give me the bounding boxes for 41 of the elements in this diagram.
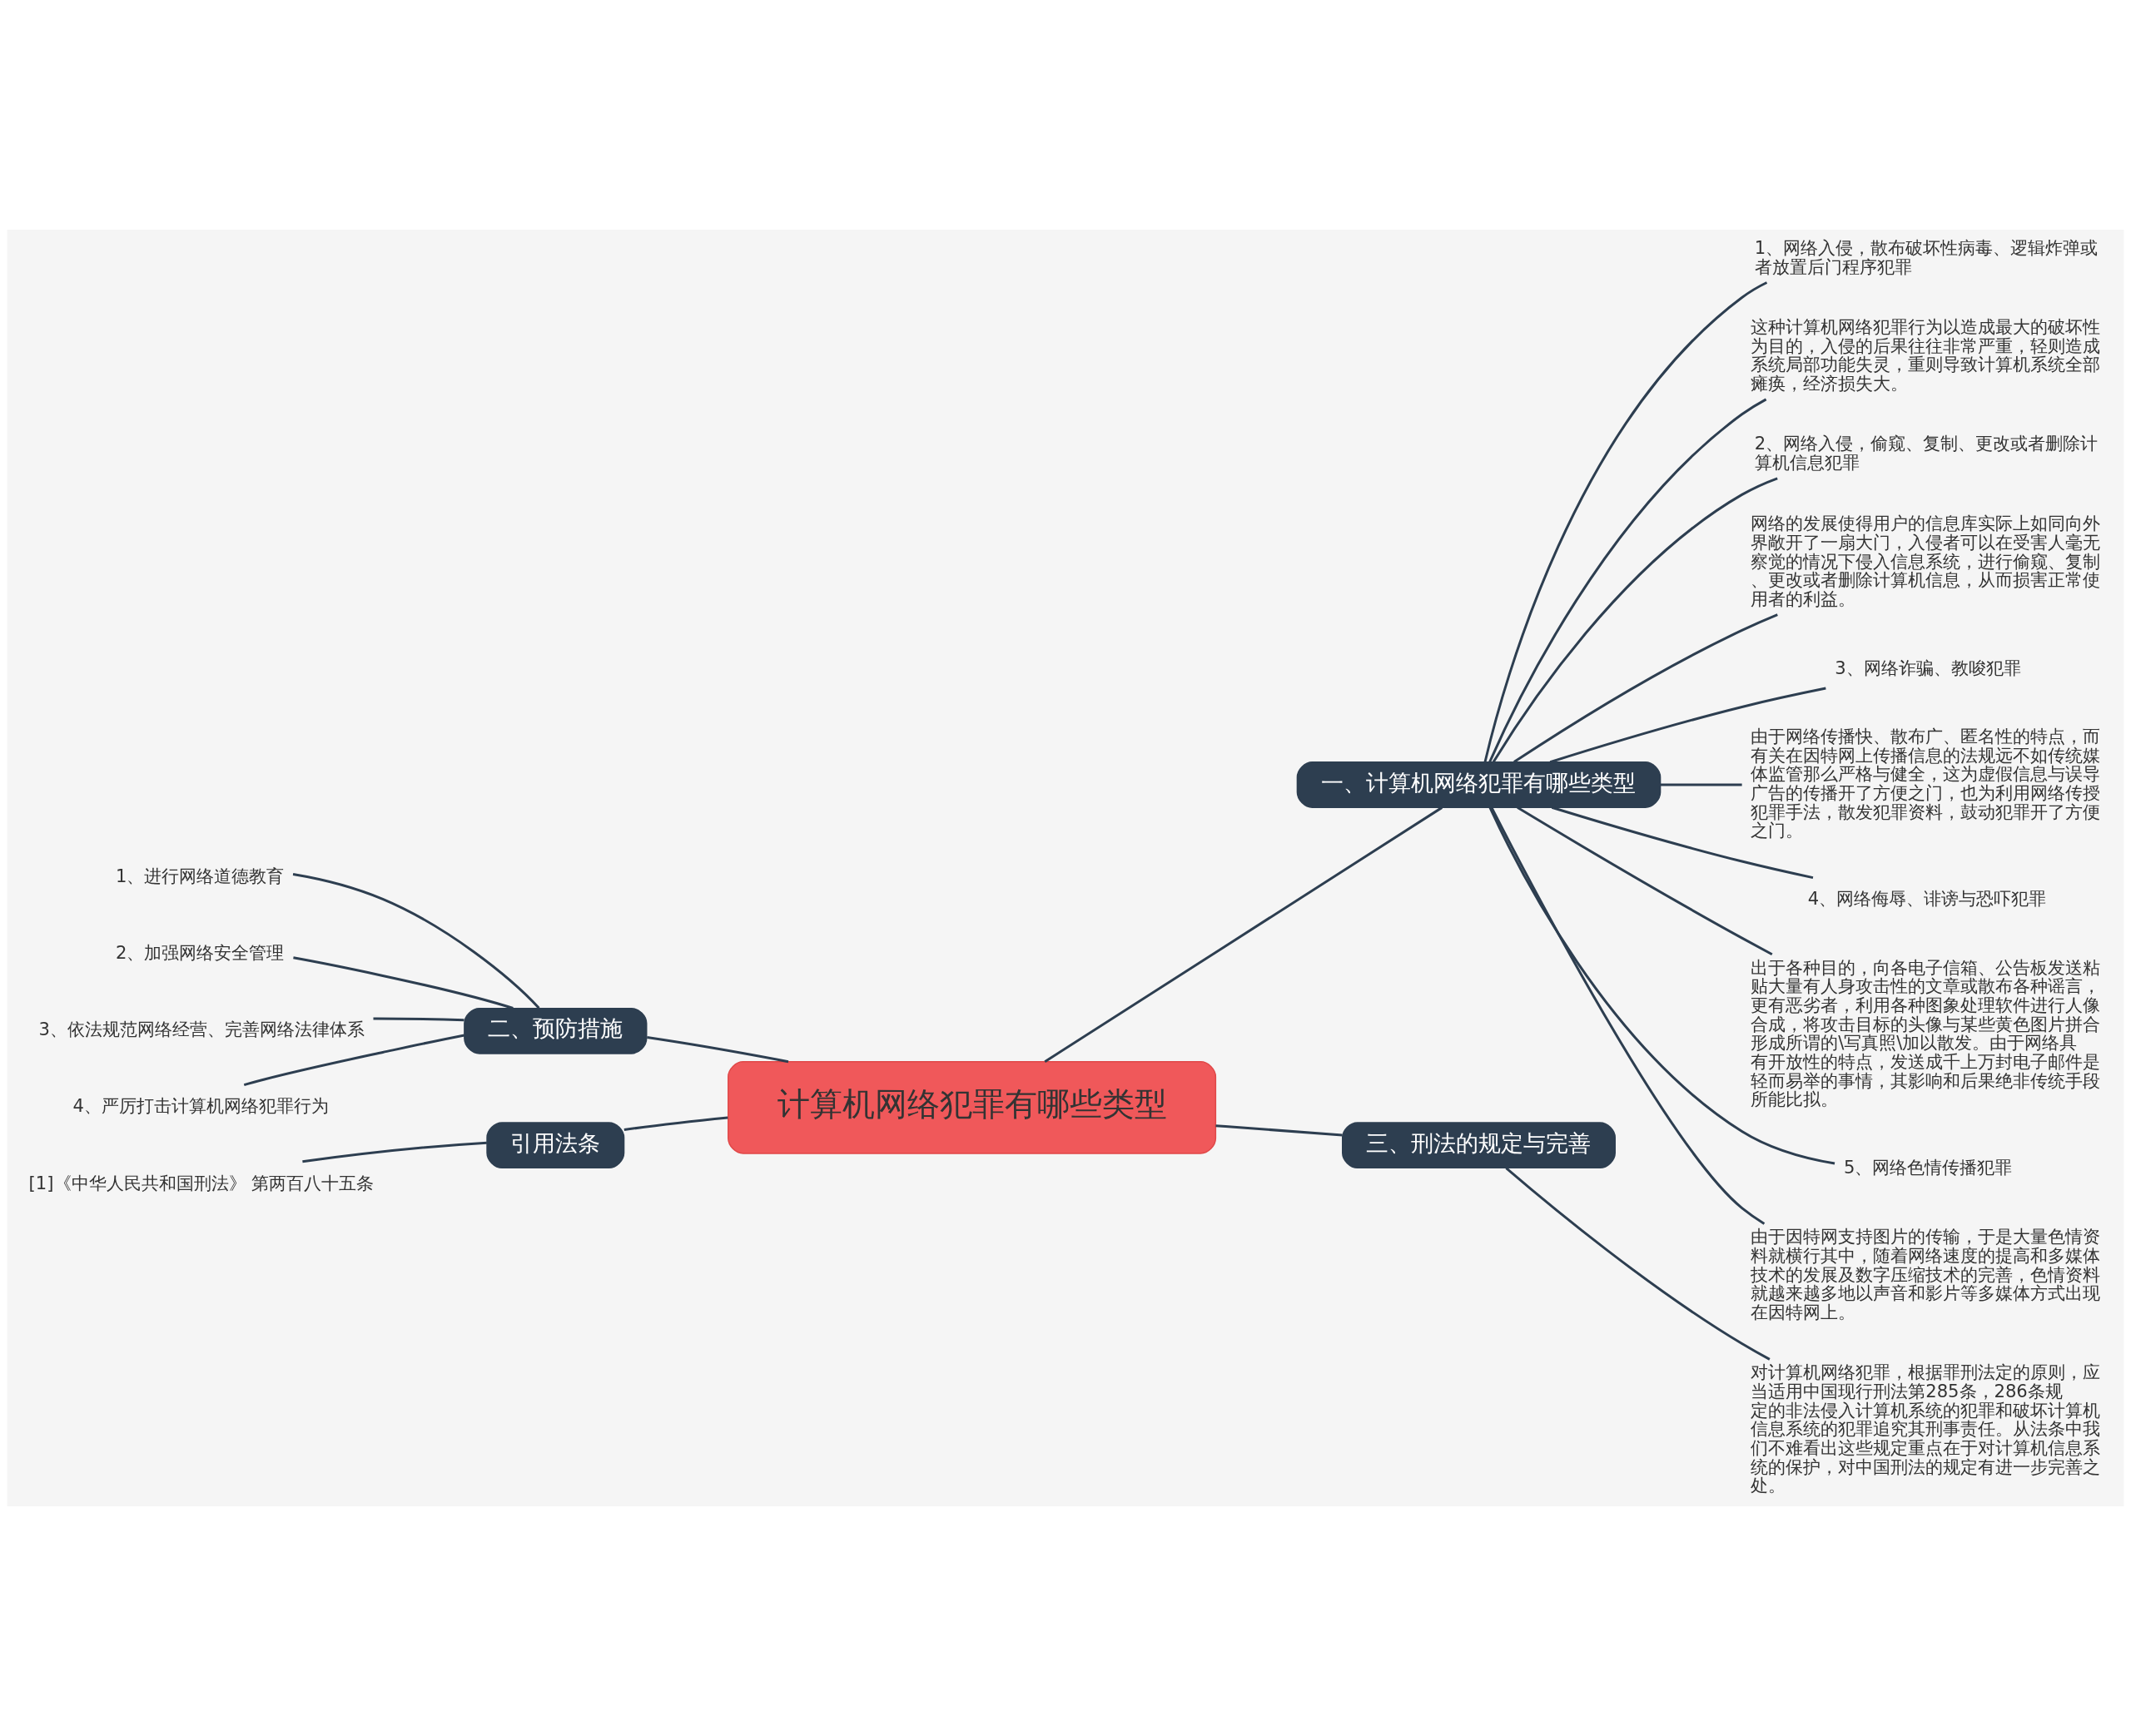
connector [1660, 783, 1742, 786]
node-text: 对计算机网络犯罪，根据罪刑法定的原则，应当适用中国现行刑法第285条，286条规定的非法侵入计算机系统的犯罪和破坏计算机信息系统的犯罪追究其刑事责任。从法条中我们不难看出这些规定重点在于对计算机信息系统的保护，对中国刑法的规定有进一步完善之处。 [1751, 1362, 2101, 1496]
connector [1551, 806, 1814, 880]
node-text: 1、网络入侵，散布破坏性病毒、逻辑炸弹或者放置后门程序犯罪 [1754, 236, 2099, 277]
node-text: 2、加强网络安全管理 [115, 942, 285, 964]
connector [1549, 687, 1826, 764]
connector [1513, 613, 1778, 763]
connector [243, 1034, 465, 1087]
node-text: 这种计算机网络犯罪行为以造成最大的破坏性为目的，入侵的后果往往非常严重，轻则造成系统局部功能失灵，重则导致计算机系统全部瘫痪，经济损失大。 [1751, 316, 2101, 394]
connector [302, 1141, 487, 1163]
node-text: [1]《中华人民共和国刑法》 第两百八十五条 [28, 1172, 375, 1193]
connector [1488, 806, 1835, 1165]
connector [1488, 398, 1767, 763]
node-box: 引用法条 [486, 1122, 625, 1169]
node-text: 2、网络入侵，偷窥、复制、更改或者删除计算机信息犯罪 [1754, 433, 2099, 474]
node-text: 1、进行网络道德教育 [115, 866, 285, 887]
connector [1483, 281, 1768, 762]
node-text: 3、依法规范网络经营、完善网络法律体系 [38, 1019, 365, 1040]
connector [623, 1116, 728, 1132]
node-text: 3、网络诈骗、教唆犯罪 [1835, 657, 2021, 678]
connector [1215, 1124, 1343, 1137]
node-text: 由于网络传播快、散布广、匿名性的特点，而有关在因特网上传播信息的法规远不如传统媒体监管那么严格与健全，这为虚假信息与误导广告的传播开了方便之门，也为利用网络传授犯罪手法，散发犯罪资料，鼓动犯罪开了方便之门。 [1751, 726, 2101, 841]
connector [647, 1036, 789, 1064]
node-text: 出于各种目的，向各电子信箱、公告板发送粘贴大量有人身攻击性的文章或散布各种谣言，更有恶劣者，利用各种图象处理软件进行人像合成，将攻击目标的头像与某些黄色图片拼合形成所谓的\写真照\加以散发。由于网络具有开放性的特点，发送成千上万封电子邮件是轻而易举的事情，其影响和后果绝非传统手段所能比拟。 [1751, 956, 2101, 1110]
node-box: 一、计算机网络犯罪有哪些类型 [1296, 761, 1662, 808]
node-text: 网络的发展使得用户的信息库实际上如同向外界敞开了一扇大门，入侵者可以在受害人毫无察觉的情况下侵入信息系统，进行偷窥、复制、更改或者删除计算机信息，从而损害正常使用者的利益。 [1751, 513, 2101, 609]
connector [1517, 806, 1773, 956]
connector [1044, 806, 1443, 1063]
node-text: 5、网络色情传播犯罪 [1843, 1157, 2013, 1178]
connector [1492, 477, 1778, 763]
node-box: 三、刑法的规定与完善 [1342, 1122, 1616, 1169]
node-box: 计算机网络犯罪有哪些类型 [728, 1061, 1217, 1154]
node-text: 4、严厉打击计算机网络犯罪行为 [72, 1095, 329, 1117]
node-text: 4、网络侮辱、诽谤与恐吓犯罪 [1807, 888, 2047, 910]
connector [373, 1017, 464, 1022]
connector [1490, 806, 1766, 1225]
connector [1505, 1167, 1771, 1361]
node-box: 二、预防措施 [464, 1007, 648, 1054]
connector [292, 872, 540, 1009]
node-text: 由于因特网支持图片的传输，于是大量色情资料就横行其中，随着网络速度的提高和多媒体技术的发展及数字压缩技术的完善，色情资料就越来越多地以声音和影片等多媒体方式出现在因特网上。 [1751, 1226, 2101, 1322]
connector [293, 956, 514, 1009]
